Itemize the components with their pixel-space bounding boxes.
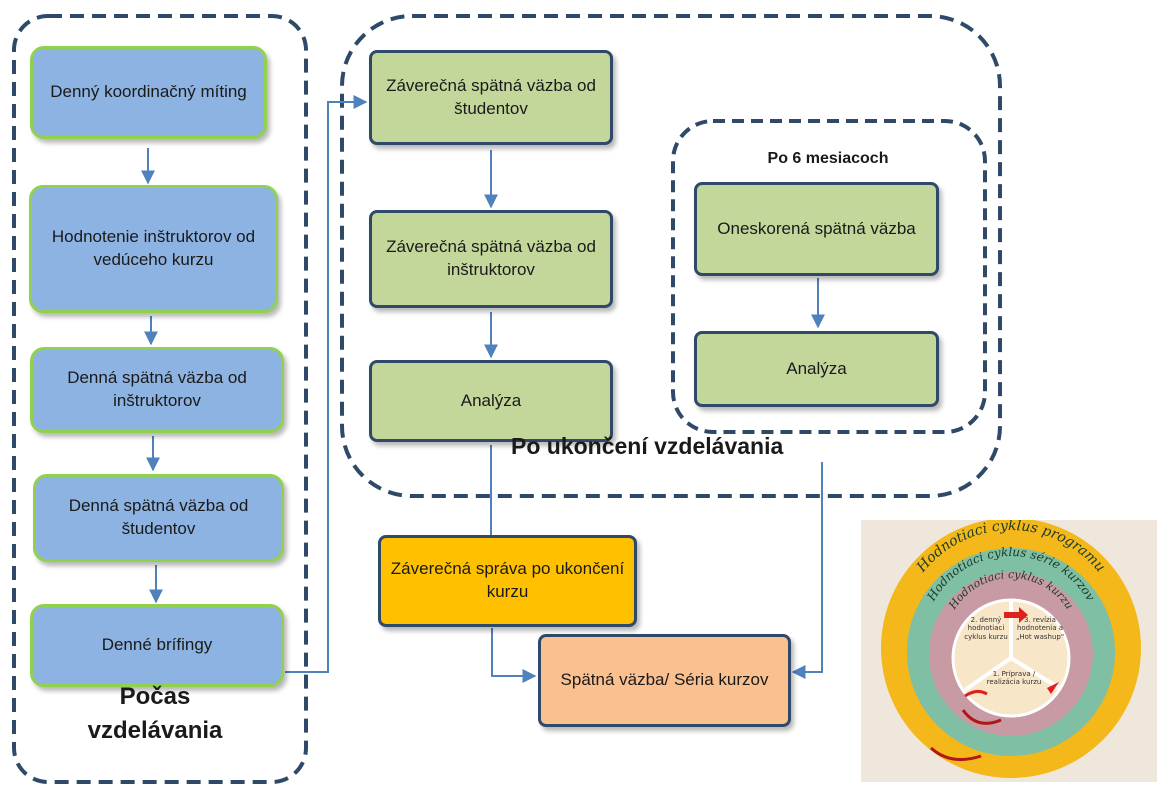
final-instructor-feedback-text: Záverečná spätná väzba od inštruktorov	[386, 237, 596, 279]
daily-instructor-feedback-box: Denná spätná väzba od inštruktorov	[30, 347, 284, 433]
after-training-group	[340, 14, 1002, 498]
analysis-text: Analýza	[460, 390, 522, 410]
delayed-feedback-text: Oneskorená spätná väzba	[717, 218, 916, 238]
daily-instructor-feedback-text: Denná spätná väzba od inštruktorov	[67, 368, 247, 410]
daily-coordination-meeting-text: Denný koordinačný míting	[50, 82, 247, 102]
daily-student-feedback-box: Denná spätná väzba od študentov	[33, 474, 284, 562]
curved-arrow-icon	[929, 746, 982, 762]
daily-briefings-box: Denné brífingy	[30, 604, 284, 687]
daily-briefings-text: Denné brífingy	[101, 635, 213, 655]
feedback-series-box: Spätná väzba/ Séria kurzov	[538, 634, 791, 727]
during-training-label: Počas vzdelávania	[87, 683, 223, 744]
final-student-feedback-text: Záverečná spätná väzba od študentov	[386, 75, 596, 118]
instructor-evaluation-box: Hodnotenie inštruktorov od vedúceho kurz…	[29, 185, 278, 313]
delayed-analysis-box: Analýza	[694, 331, 939, 407]
red-arrow-icon	[964, 689, 988, 698]
arrow-briefings-to-final-students	[285, 95, 368, 673]
feedback-series-text: Spätná väzba/ Séria kurzov	[560, 670, 769, 690]
during-training-group	[12, 14, 308, 784]
instructor-evaluation-text: Hodnotenie inštruktorov od vedúceho kurz…	[51, 227, 256, 269]
six-months-label: Po 6 mesiacoch	[767, 150, 889, 167]
evaluation-cycle-image: Hodnotiaci cyklus programu Hodnotiaci cy…	[861, 520, 1157, 782]
six-months-group	[671, 119, 987, 434]
delayed-feedback-box: Oneskorená spätná väzba	[694, 182, 939, 276]
delayed-analysis-text: Analýza	[786, 358, 847, 378]
final-report-box: Záverečná správa po ukončení kurzu	[378, 535, 637, 627]
daily-coordination-meeting-box: Denný koordinačný míting	[30, 46, 267, 139]
final-student-feedback-box: Záverečná spätná väzba od študentov	[369, 50, 613, 145]
final-report-text: Záverečná správa po ukončení kurzu	[390, 559, 625, 601]
evaluation-cycle-graphic: Hodnotiaci cyklus programu Hodnotiaci cy…	[881, 520, 1141, 778]
segment-daily-cycle: 2. denný hodnotiaci cyklus kurzu	[964, 616, 1008, 641]
arrow-delayed-to-feedback	[791, 462, 823, 679]
segment-review: 3. revízia hodnotenia a „Hot washup"	[1015, 616, 1065, 641]
red-arrow-icon	[1004, 607, 1028, 623]
after-training-label: Po ukončení vzdelávania	[511, 433, 784, 459]
curved-arrow-icon	[961, 709, 1002, 725]
daily-student-feedback-text: Denná spätná väzba od študentov	[68, 496, 249, 538]
segment-preparation: 1. Príprava / realizácia kurzu	[986, 670, 1042, 687]
analysis-box: Analýza	[369, 360, 613, 442]
red-arrow-icon	[1047, 682, 1059, 694]
arrow-report-to-feedback	[491, 628, 537, 683]
final-instructor-feedback-box: Záverečná spätná väzba od inštruktorov	[369, 210, 613, 308]
